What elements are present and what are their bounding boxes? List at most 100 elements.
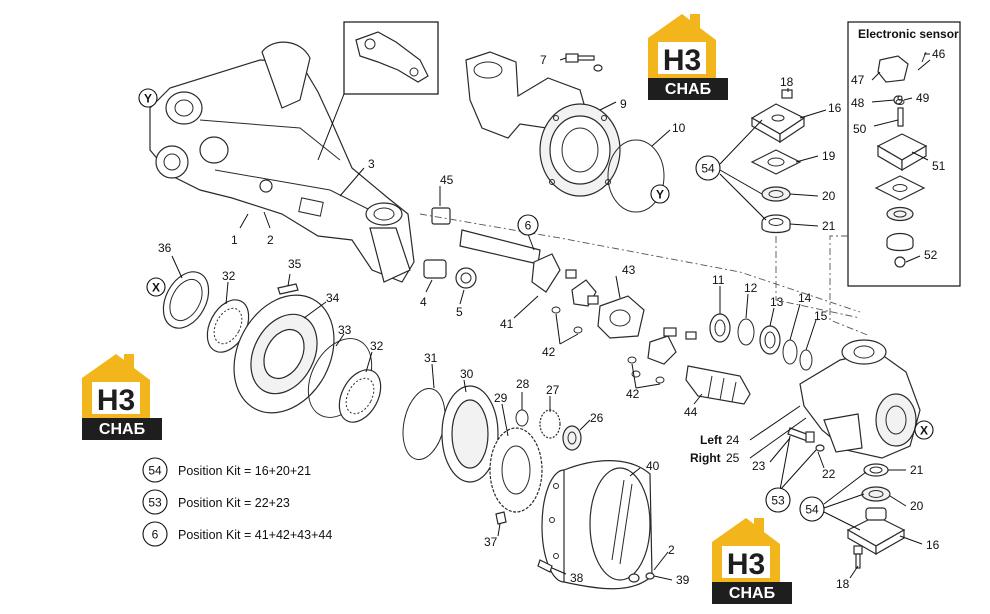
- label-21b: 21: [910, 463, 924, 477]
- bolt-nut-22-23: [787, 427, 825, 452]
- logo-bottom-letters: H3: [727, 548, 765, 581]
- seal-rings-11-15: [709, 313, 813, 371]
- label-16b: 16: [926, 538, 940, 552]
- legend-kit-6: 6: [152, 528, 159, 542]
- label-20a: 20: [822, 189, 836, 203]
- logo-top-letters: H3: [663, 44, 701, 77]
- label-5: 5: [456, 305, 463, 319]
- y-marker-right: Y: [656, 188, 664, 202]
- label-28: 28: [516, 377, 530, 391]
- label-1: 1: [231, 233, 238, 247]
- brand-logo-left: H3 СНАБ: [82, 354, 162, 440]
- label-20b: 20: [910, 499, 924, 513]
- label-30: 30: [460, 367, 474, 381]
- label-51: 51: [932, 159, 946, 173]
- legend-text-54: Position Kit = 16+20+21: [178, 464, 311, 478]
- label-42a: 42: [542, 345, 556, 359]
- label-41: 41: [500, 317, 514, 331]
- label-24: 24: [726, 433, 740, 447]
- label-46: 46: [932, 47, 946, 61]
- logo-bottom-caption: СНАБ: [729, 585, 775, 602]
- label-42b: 42: [626, 387, 640, 401]
- label-38: 38: [570, 571, 584, 585]
- label-2b: 2: [668, 543, 675, 557]
- bottom-bearing-kit: [846, 463, 906, 569]
- label-52: 52: [924, 248, 938, 262]
- label-33: 33: [338, 323, 352, 337]
- drive-shaft-parts: [419, 207, 861, 313]
- label-54b: 54: [805, 503, 819, 517]
- axle-housing: [149, 41, 415, 283]
- sensor-box-title: Electronic sensor: [858, 27, 959, 41]
- label-9: 9: [620, 97, 627, 111]
- y-marker-left: Y: [144, 92, 152, 106]
- label-15: 15: [814, 309, 828, 323]
- label-18b: 18: [836, 577, 850, 591]
- label-53: 53: [771, 494, 785, 508]
- label-48: 48: [851, 96, 865, 110]
- label-13: 13: [770, 295, 784, 309]
- top-bearing-kit: [750, 89, 861, 319]
- label-32b: 32: [370, 339, 384, 353]
- part-numbers: 1 2 3 45 6 4 5 41 42 43 42 44 11 12 13 1…: [158, 47, 946, 591]
- legend-kit-53: 53: [148, 496, 162, 510]
- label-45: 45: [440, 173, 454, 187]
- label-36: 36: [158, 241, 172, 255]
- brand-logo-bottom: H3 СНАБ: [712, 518, 792, 604]
- label-right-text: Right: [690, 451, 721, 465]
- left-hub-parts: [162, 271, 382, 423]
- label-35: 35: [288, 257, 302, 271]
- x-marker-right: X: [920, 424, 928, 438]
- logo-left-caption: СНАБ: [99, 421, 145, 438]
- label-12: 12: [744, 281, 758, 295]
- electronic-sensor-box: Electronic sensor: [847, 21, 961, 287]
- label-27: 27: [546, 383, 560, 397]
- legend-kit-54: 54: [148, 464, 162, 478]
- label-19: 19: [822, 149, 836, 163]
- label-6: 6: [525, 219, 532, 233]
- label-29: 29: [494, 391, 508, 405]
- legend: 54 Position Kit = 16+20+21 53 Position K…: [142, 457, 332, 547]
- logo-left-letters: H3: [97, 384, 135, 417]
- brand-logo-top: H3 СНАБ: [648, 14, 728, 100]
- label-34: 34: [326, 291, 340, 305]
- label-49: 49: [916, 91, 930, 105]
- legend-text-53: Position Kit = 22+23: [178, 496, 290, 510]
- bolt-7: [565, 53, 603, 72]
- label-3: 3: [368, 157, 375, 171]
- label-10: 10: [672, 121, 686, 135]
- label-22: 22: [822, 467, 836, 481]
- label-26: 26: [590, 411, 604, 425]
- label-31: 31: [424, 351, 438, 365]
- label-11: 11: [712, 273, 725, 287]
- label-7: 7: [540, 53, 547, 67]
- planet-carrier: [537, 460, 655, 590]
- label-16a: 16: [828, 101, 842, 115]
- x-marker-left: X: [152, 281, 160, 295]
- logo-top-caption: СНАБ: [665, 81, 711, 98]
- label-23: 23: [752, 459, 766, 473]
- label-39: 39: [676, 573, 690, 587]
- sensor-dash-line: [829, 235, 871, 337]
- legend-text-6: Position Kit = 41+42+43+44: [178, 528, 332, 542]
- label-43: 43: [622, 263, 636, 277]
- planetary-parts: [402, 385, 582, 525]
- axis-markers: Y Y X X: [138, 88, 934, 440]
- leader-lines: [171, 53, 930, 581]
- inset-assembly-view: [317, 21, 439, 161]
- label-14: 14: [798, 291, 812, 305]
- label-44: 44: [684, 405, 698, 419]
- label-18a: 18: [780, 75, 794, 89]
- o-ring-10: [607, 139, 665, 213]
- label-21a: 21: [822, 219, 836, 233]
- label-2a: 2: [267, 233, 274, 247]
- label-32a: 32: [222, 269, 236, 283]
- label-4: 4: [420, 295, 427, 309]
- steering-housing-right: [799, 339, 921, 459]
- label-54a: 54: [701, 162, 715, 176]
- steering-knuckle: [465, 51, 621, 197]
- label-40: 40: [646, 459, 660, 473]
- label-37: 37: [484, 535, 498, 549]
